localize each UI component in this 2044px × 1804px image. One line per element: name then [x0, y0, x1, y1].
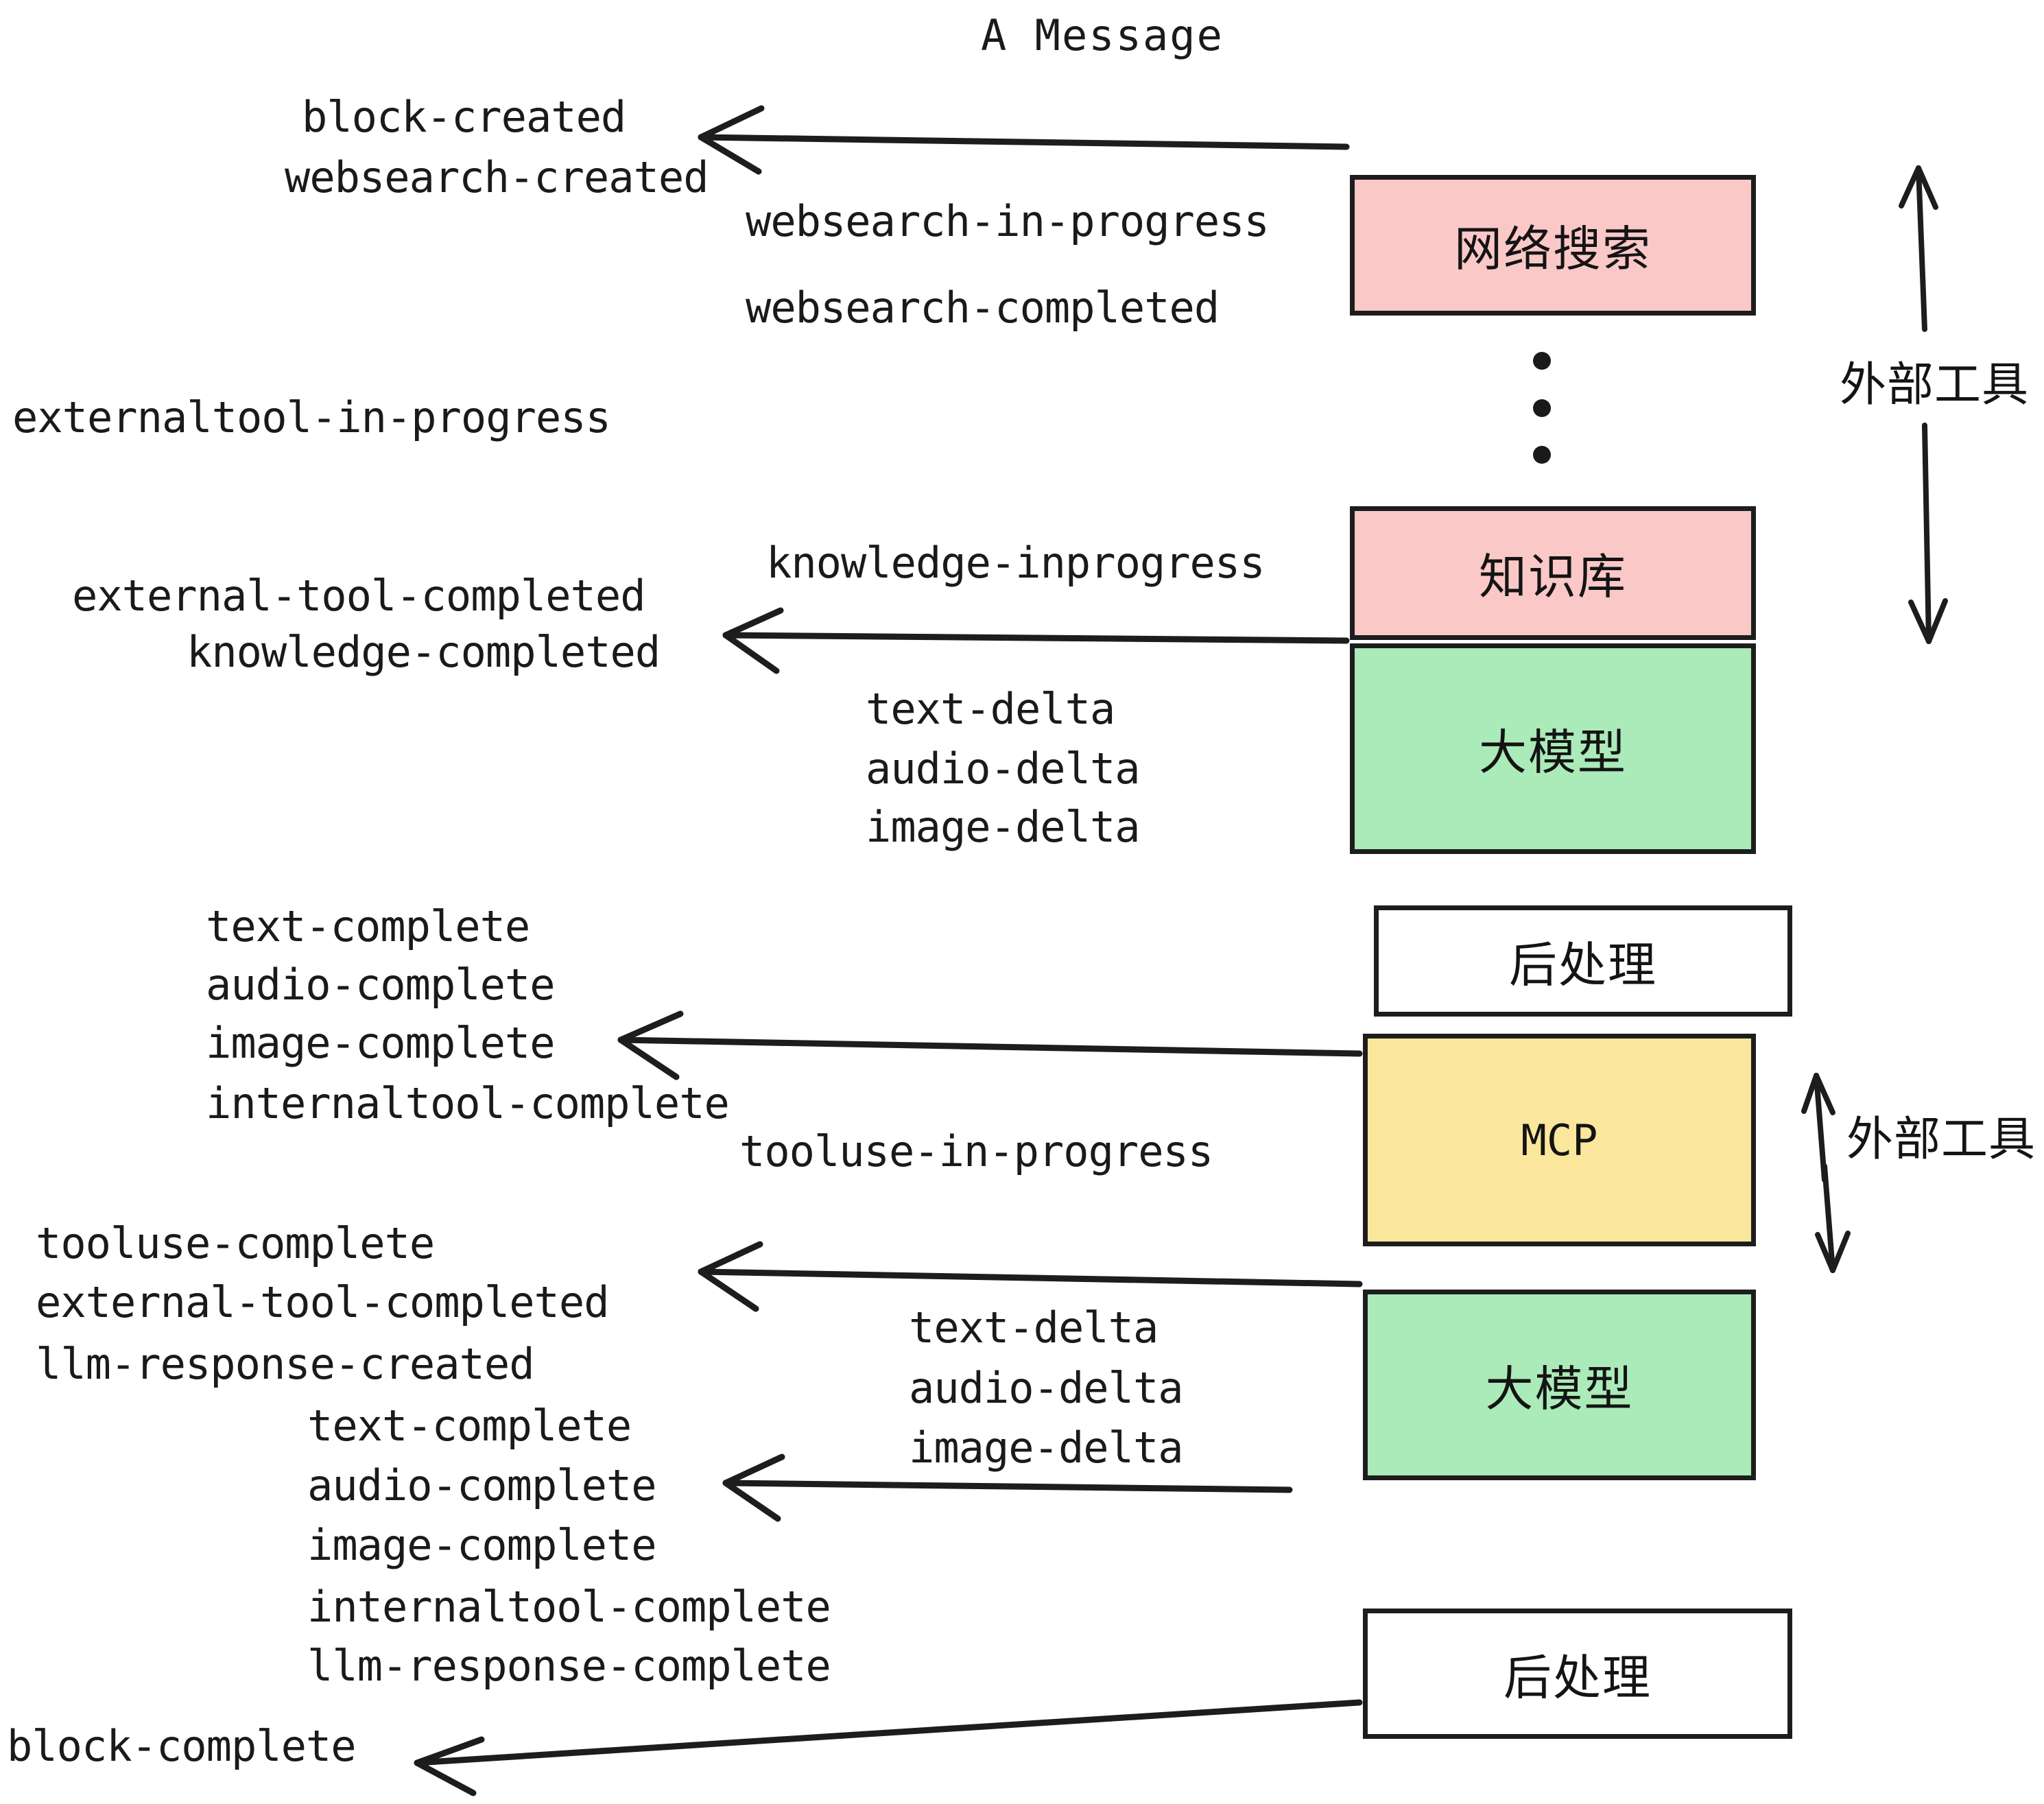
- event-label-block-complete: block-complete: [7, 1721, 357, 1771]
- node-postprocess-1[interactable]: 后处理: [1374, 905, 1792, 1017]
- event-label-text-complete-2: text-complete: [307, 1401, 632, 1451]
- event-label-externaltool-in-progress: externaltool-in-progress: [12, 392, 611, 442]
- event-label-text-complete-1: text-complete: [206, 901, 530, 951]
- event-label-audio-complete-1: audio-complete: [206, 960, 556, 1010]
- event-label-external-tool-completed-1: external-tool-completed: [72, 571, 646, 621]
- event-label-internaltool-complete-1: internaltool-complete: [206, 1078, 730, 1128]
- event-label-audio-delta-1: audio-delta: [866, 744, 1141, 794]
- event-label-text-delta-1: text-delta: [866, 684, 1115, 734]
- event-label-websearch-completed: websearch-completed: [746, 283, 1220, 333]
- external-tool-label-bottom: 外部工具: [1846, 1113, 2036, 1167]
- event-label-text-delta-2: text-delta: [909, 1303, 1158, 1353]
- arrow-image-complete: [617, 1010, 1363, 1080]
- event-label-block-created: block-created: [302, 92, 626, 142]
- ellipsis-dot-2: [1533, 399, 1551, 417]
- arrow-websearch-created: [698, 105, 1350, 175]
- diagram-title: A Message: [981, 10, 1224, 60]
- event-label-audio-complete-2: audio-complete: [307, 1460, 657, 1510]
- node-llm-1[interactable]: 大模型: [1350, 643, 1756, 854]
- event-label-llm-response-created: llm-response-created: [36, 1339, 535, 1389]
- event-label-tooluse-complete: tooluse-complete: [36, 1218, 435, 1268]
- event-label-image-complete-2: image-complete: [307, 1520, 657, 1570]
- arrow-block-complete: [414, 1699, 1363, 1796]
- event-label-image-delta-1: image-delta: [866, 802, 1141, 852]
- node-websearch[interactable]: 网络搜索: [1350, 175, 1756, 316]
- event-label-websearch-in-progress: websearch-in-progress: [746, 196, 1270, 246]
- event-label-audio-delta-2: audio-delta: [909, 1363, 1184, 1413]
- ellipsis-dot-3: [1533, 446, 1551, 464]
- external-tool-arrow-bottom: [1801, 1073, 1851, 1273]
- node-llm-2[interactable]: 大模型: [1363, 1290, 1756, 1480]
- event-label-tooluse-in-progress: tooluse-in-progress: [739, 1126, 1213, 1176]
- event-label-knowledge-completed: knowledge-completed: [187, 627, 661, 677]
- arrow-tooluse-complete: [698, 1241, 1363, 1312]
- arrow-knowledge-completed: [722, 607, 1350, 674]
- event-label-llm-response-complete: llm-response-complete: [307, 1641, 831, 1691]
- external-tool-label-top: 外部工具: [1840, 358, 2030, 412]
- node-mcp[interactable]: MCP: [1363, 1034, 1756, 1246]
- event-label-internaltool-complete-2: internaltool-complete: [307, 1582, 831, 1632]
- event-label-knowledge-inprogress: knowledge-inprogress: [766, 538, 1265, 588]
- event-label-websearch-created: websearch-created: [285, 152, 709, 202]
- node-postprocess-2[interactable]: 后处理: [1363, 1609, 1792, 1739]
- node-knowledge[interactable]: 知识库: [1350, 506, 1756, 640]
- event-label-image-complete-1: image-complete: [206, 1018, 556, 1068]
- event-label-external-tool-completed-2: external-tool-completed: [36, 1277, 610, 1327]
- ellipsis-dot-1: [1533, 352, 1551, 370]
- event-label-image-delta-2: image-delta: [909, 1423, 1184, 1473]
